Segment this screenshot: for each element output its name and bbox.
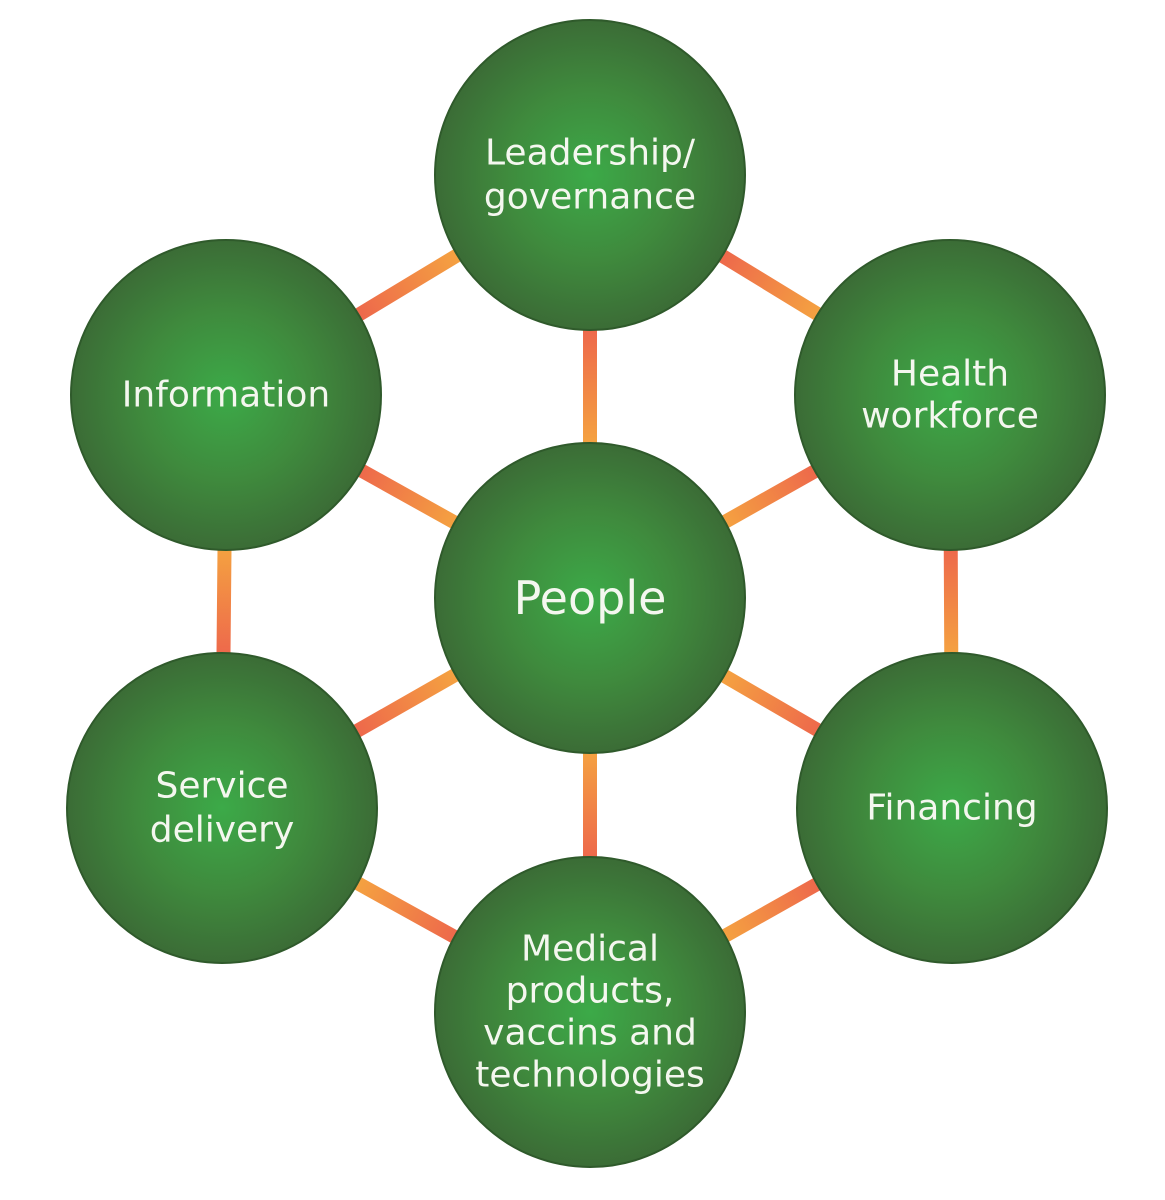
node-label-leadership-line-2: governance bbox=[484, 177, 696, 218]
node-label-medical-products-line-2: products, bbox=[506, 971, 675, 1012]
node-financing: Financing bbox=[796, 652, 1108, 964]
node-label-health-workforce-line-2: workforce bbox=[861, 396, 1039, 437]
node-label-service-delivery-line-1: Service bbox=[155, 766, 288, 807]
node-circle-health-workforce bbox=[794, 239, 1106, 551]
node-label-leadership-line-1: Leadership/ bbox=[485, 133, 696, 174]
node-circle-medical-products bbox=[434, 856, 746, 1168]
node-people: People bbox=[434, 442, 746, 754]
node-label-financing-line-1: Financing bbox=[866, 788, 1037, 829]
node-circle-information bbox=[70, 239, 382, 551]
node-label-information-line-1: Information bbox=[122, 375, 330, 416]
node-circle-financing bbox=[796, 652, 1108, 964]
node-label-medical-products-line-1: Medical bbox=[521, 929, 659, 970]
node-label-medical-products-line-3: vaccins and bbox=[483, 1013, 697, 1054]
node-label-health-workforce-line-1: Health bbox=[891, 354, 1009, 395]
node-information: Information bbox=[70, 239, 382, 551]
nodes-layer: PeopleLeadership/governanceHealthworkfor… bbox=[66, 19, 1108, 1168]
node-circle-leadership bbox=[434, 19, 746, 331]
node-circle-people bbox=[434, 442, 746, 754]
node-leadership: Leadership/governance bbox=[434, 19, 746, 331]
node-circle-service-delivery bbox=[66, 652, 378, 964]
node-label-service-delivery-line-2: delivery bbox=[150, 810, 295, 851]
node-label-people-line-1: People bbox=[514, 571, 667, 625]
node-label-medical-products-line-4: technologies bbox=[475, 1055, 705, 1096]
